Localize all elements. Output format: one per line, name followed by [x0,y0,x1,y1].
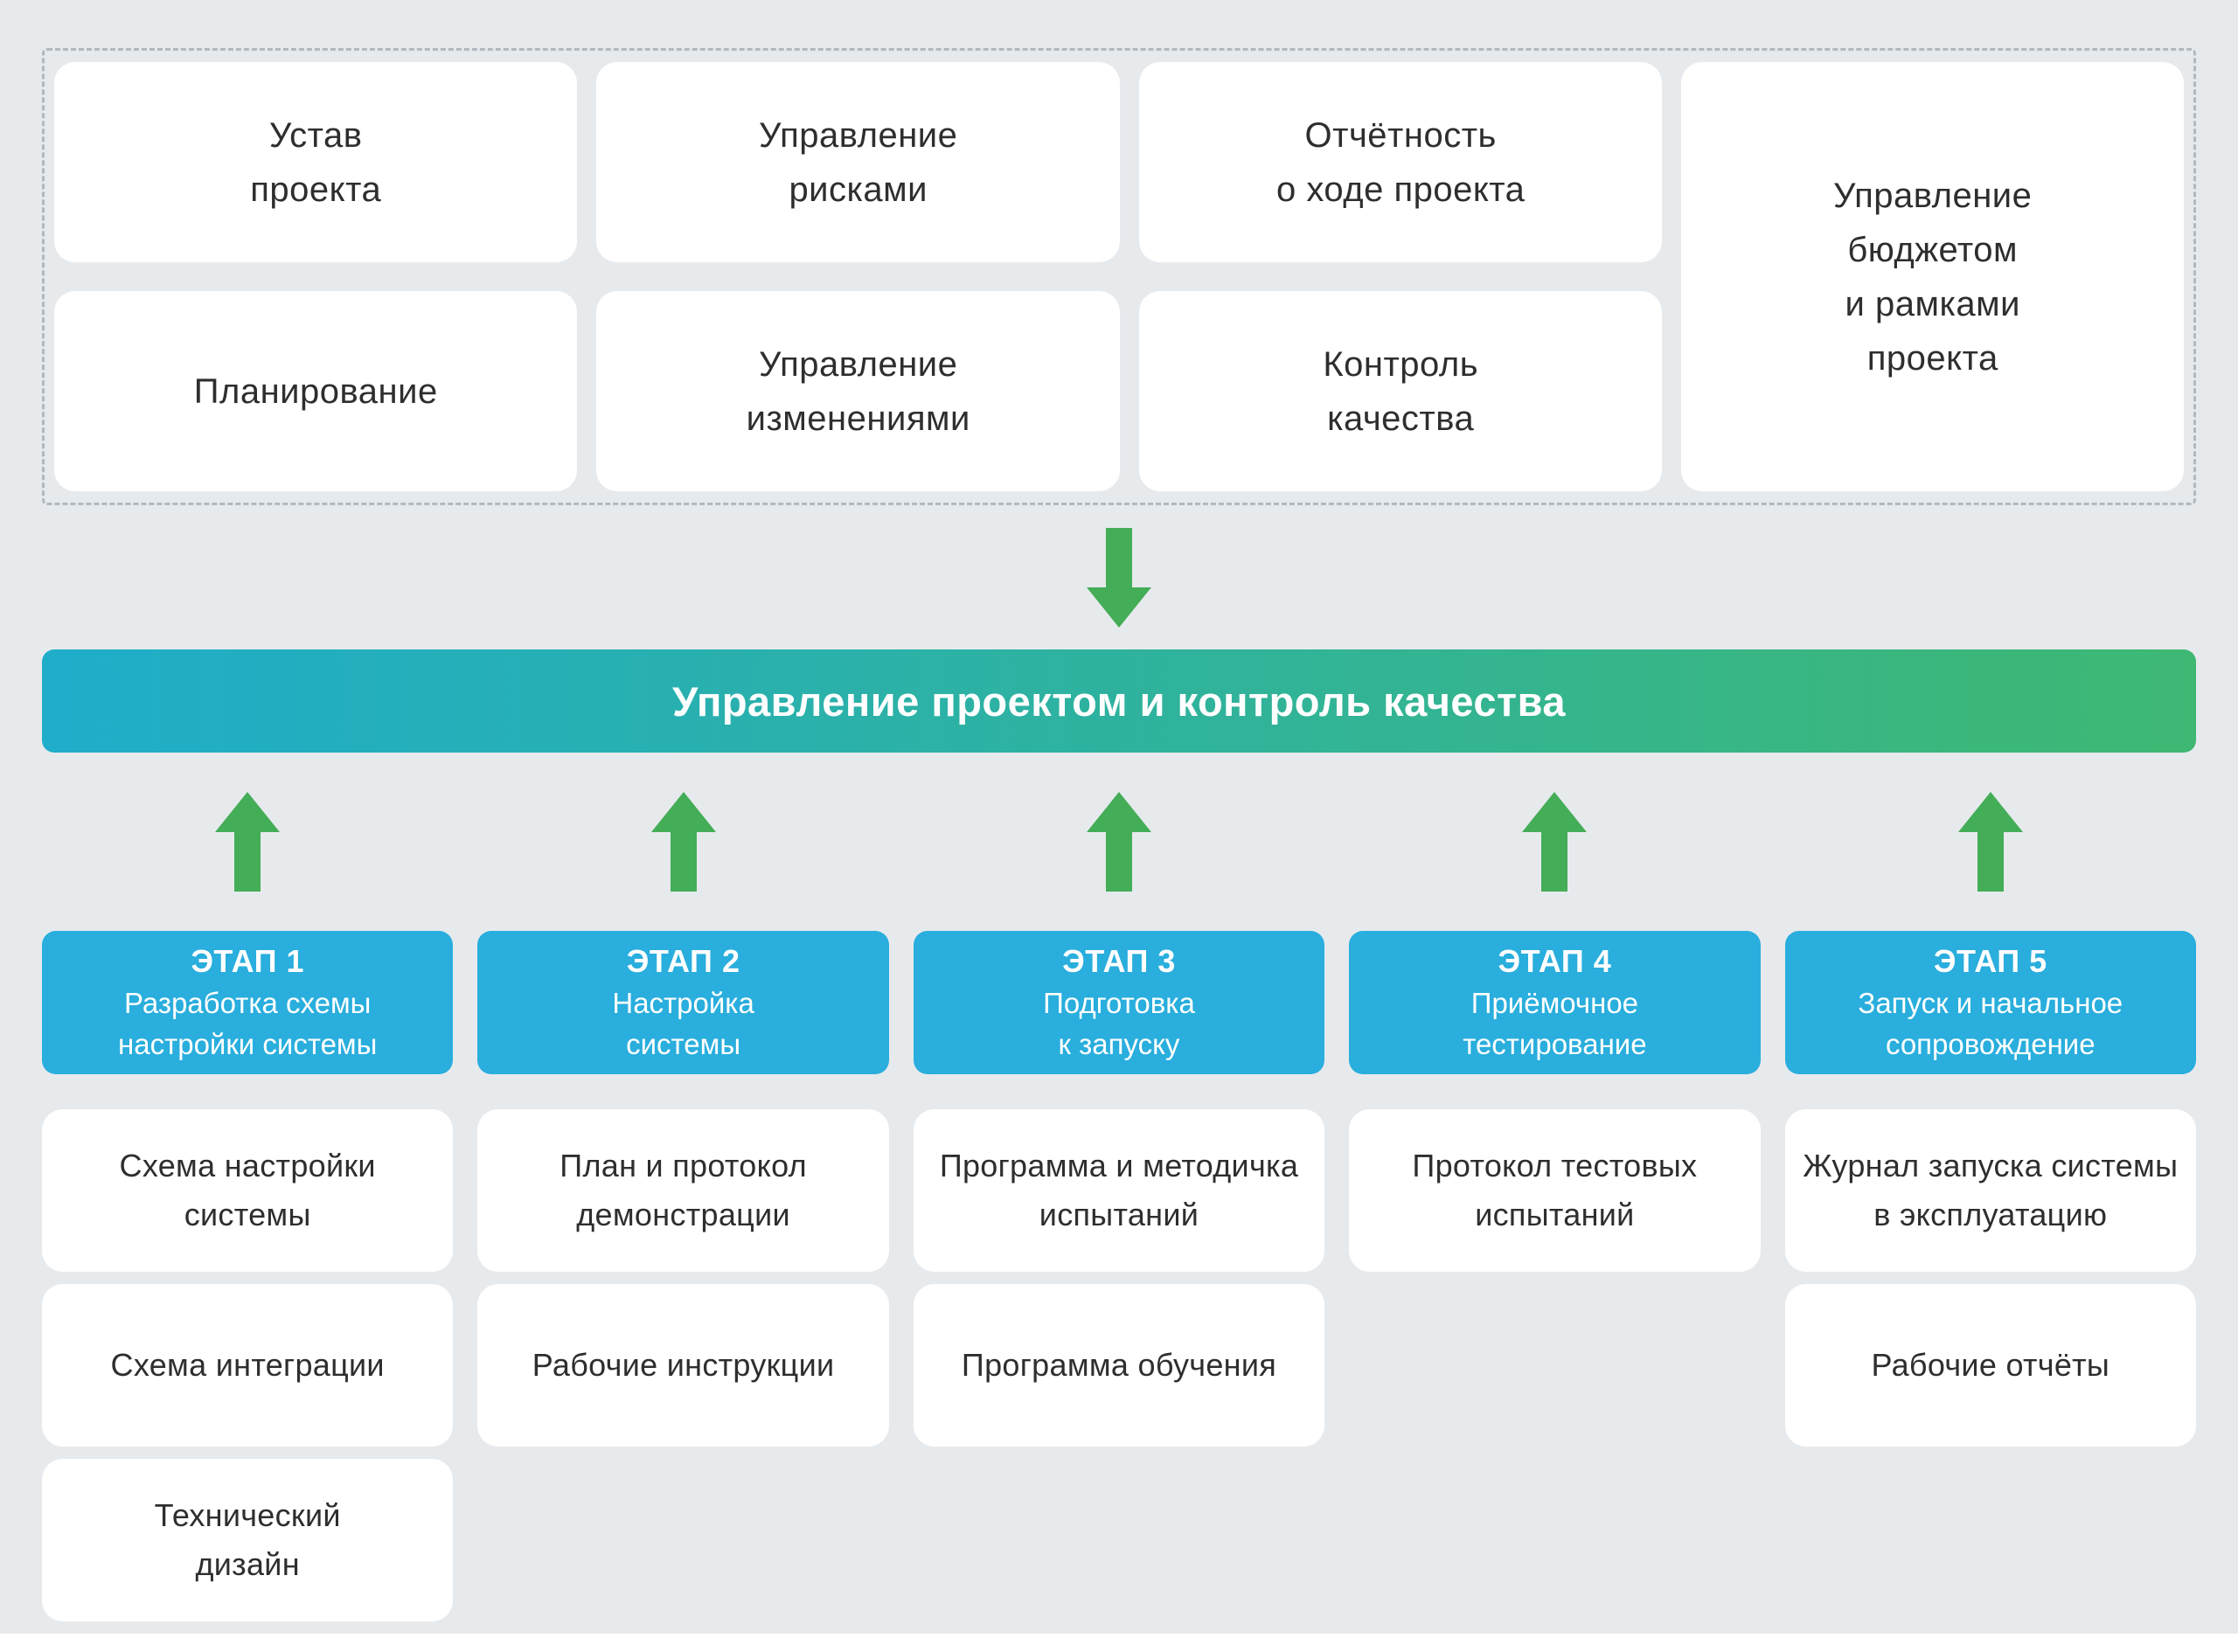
card-budget-scope-management-label: Управление бюджетом и рамками проекта [1833,176,2033,378]
card-work-reports-label: Рабочие отчёты [1871,1347,2110,1384]
card-system-setup-schema: Схема настройки системы [42,1109,454,1272]
card-test-program-methodology: Программа и методичка испытаний [913,1109,1325,1272]
card-progress-reporting-label: Отчётность о ходе проекта [1275,115,1526,209]
project-activities-group: Устав проекта Управление рисками Отчётно… [42,48,2196,505]
stage-2-deliverables: План и протокол демонстрации Рабочие инс… [477,1109,889,1621]
card-training-program-label: Программа обучения [961,1347,1277,1384]
card-quality-control-label: Контроль качества [1323,344,1479,438]
card-training-program: Программа обучения [913,1284,1325,1447]
stage-2-subtitle: Настройка системы [612,987,754,1061]
arrow-down-icon [1087,527,1151,628]
card-budget-scope-management: Управление бюджетом и рамками проекта [1681,62,2184,491]
card-risk-management: Управление рисками [596,62,1120,262]
card-project-charter-label: Устав проекта [250,115,382,209]
stage-1-card: ЭТАП 1 Разработка схемы настройки систем… [42,931,454,1074]
banner-label: Управление проектом и контроль качества [672,677,1566,725]
stage-3-deliverables: Программа и методичка испытаний Программ… [913,1109,1325,1621]
down-arrow-row [42,505,2196,649]
card-risk-management-label: Управление рисками [759,115,958,209]
card-technical-design: Технический дизайн [42,1459,454,1621]
card-integration-schema: Схема интеграции [42,1284,454,1447]
arrow-up-icon-stage-4 [1522,792,1588,892]
arrow-up-icon-stage-1 [215,792,281,892]
card-quality-control: Контроль качества [1138,291,1663,491]
stage-5-title: ЭТАП 5 [1933,942,2047,979]
card-planning: Планирование [54,291,578,491]
card-integration-schema-label: Схема интеграции [110,1347,385,1384]
stage-5-deliverables: Журнал запуска системы в эксплуатацию Ра… [1784,1109,2196,1621]
stage-1-deliverables: Схема настройки системы Схема интеграции… [42,1109,454,1621]
card-technical-design-label: Технический дизайн [154,1497,341,1582]
card-project-charter: Устав проекта [54,62,578,262]
card-test-protocol-label: Протокол тестовых испытаний [1412,1148,1698,1232]
stage-3-subtitle: Подготовка к запуску [1043,987,1195,1061]
stage-1-title: ЭТАП 1 [191,942,305,979]
stage-4-title: ЭТАП 4 [1498,942,1612,979]
stage-1-subtitle: Разработка схемы настройки системы [118,987,378,1061]
card-demo-plan-protocol: План и протокол демонстрации [477,1109,889,1272]
card-test-protocol: Протокол тестовых испытаний [1349,1109,1761,1272]
stage-5-card: ЭТАП 5 Запуск и начальное сопровождение [1784,931,2196,1074]
card-launch-journal: Журнал запуска системы в эксплуатацию [1784,1109,2196,1272]
card-work-reports: Рабочие отчёты [1784,1284,2196,1447]
up-arrows-row [42,792,2196,892]
stages-row: ЭТАП 1 Разработка схемы настройки систем… [42,931,2196,1074]
card-system-setup-schema-label: Схема настройки системы [119,1148,376,1232]
card-planning-label: Планирование [193,371,438,411]
project-management-banner: Управление проектом и контроль качества [42,649,2196,753]
card-test-program-methodology-label: Программа и методичка испытаний [939,1148,1299,1232]
stage-4-deliverables: Протокол тестовых испытаний [1349,1109,1761,1621]
card-change-management: Управление изменениями [596,291,1120,491]
card-progress-reporting: Отчётность о ходе проекта [1138,62,1663,262]
card-demo-plan-protocol-label: План и протокол демонстрации [560,1148,807,1232]
stage-4-card: ЭТАП 4 Приёмочное тестирование [1349,931,1761,1074]
card-work-instructions: Рабочие инструкции [477,1284,889,1447]
card-launch-journal-label: Журнал запуска системы в эксплуатацию [1803,1148,2179,1232]
stage-2-title: ЭТАП 2 [626,942,740,979]
card-work-instructions-label: Рабочие инструкции [532,1347,835,1384]
stage-3-title: ЭТАП 3 [1062,942,1176,979]
deliverables-grid: Схема настройки системы Схема интеграции… [42,1109,2196,1621]
card-change-management-label: Управление изменениями [746,344,970,438]
stage-5-subtitle: Запуск и начальное сопровождение [1858,987,2123,1061]
arrow-up-icon-stage-2 [650,792,716,892]
arrow-up-icon-stage-5 [1957,792,2023,892]
arrow-up-icon-stage-3 [1086,792,1151,892]
stage-3-card: ЭТАП 3 Подготовка к запуску [913,931,1325,1074]
stage-2-card: ЭТАП 2 Настройка системы [477,931,889,1074]
stage-4-subtitle: Приёмочное тестирование [1463,987,1647,1061]
